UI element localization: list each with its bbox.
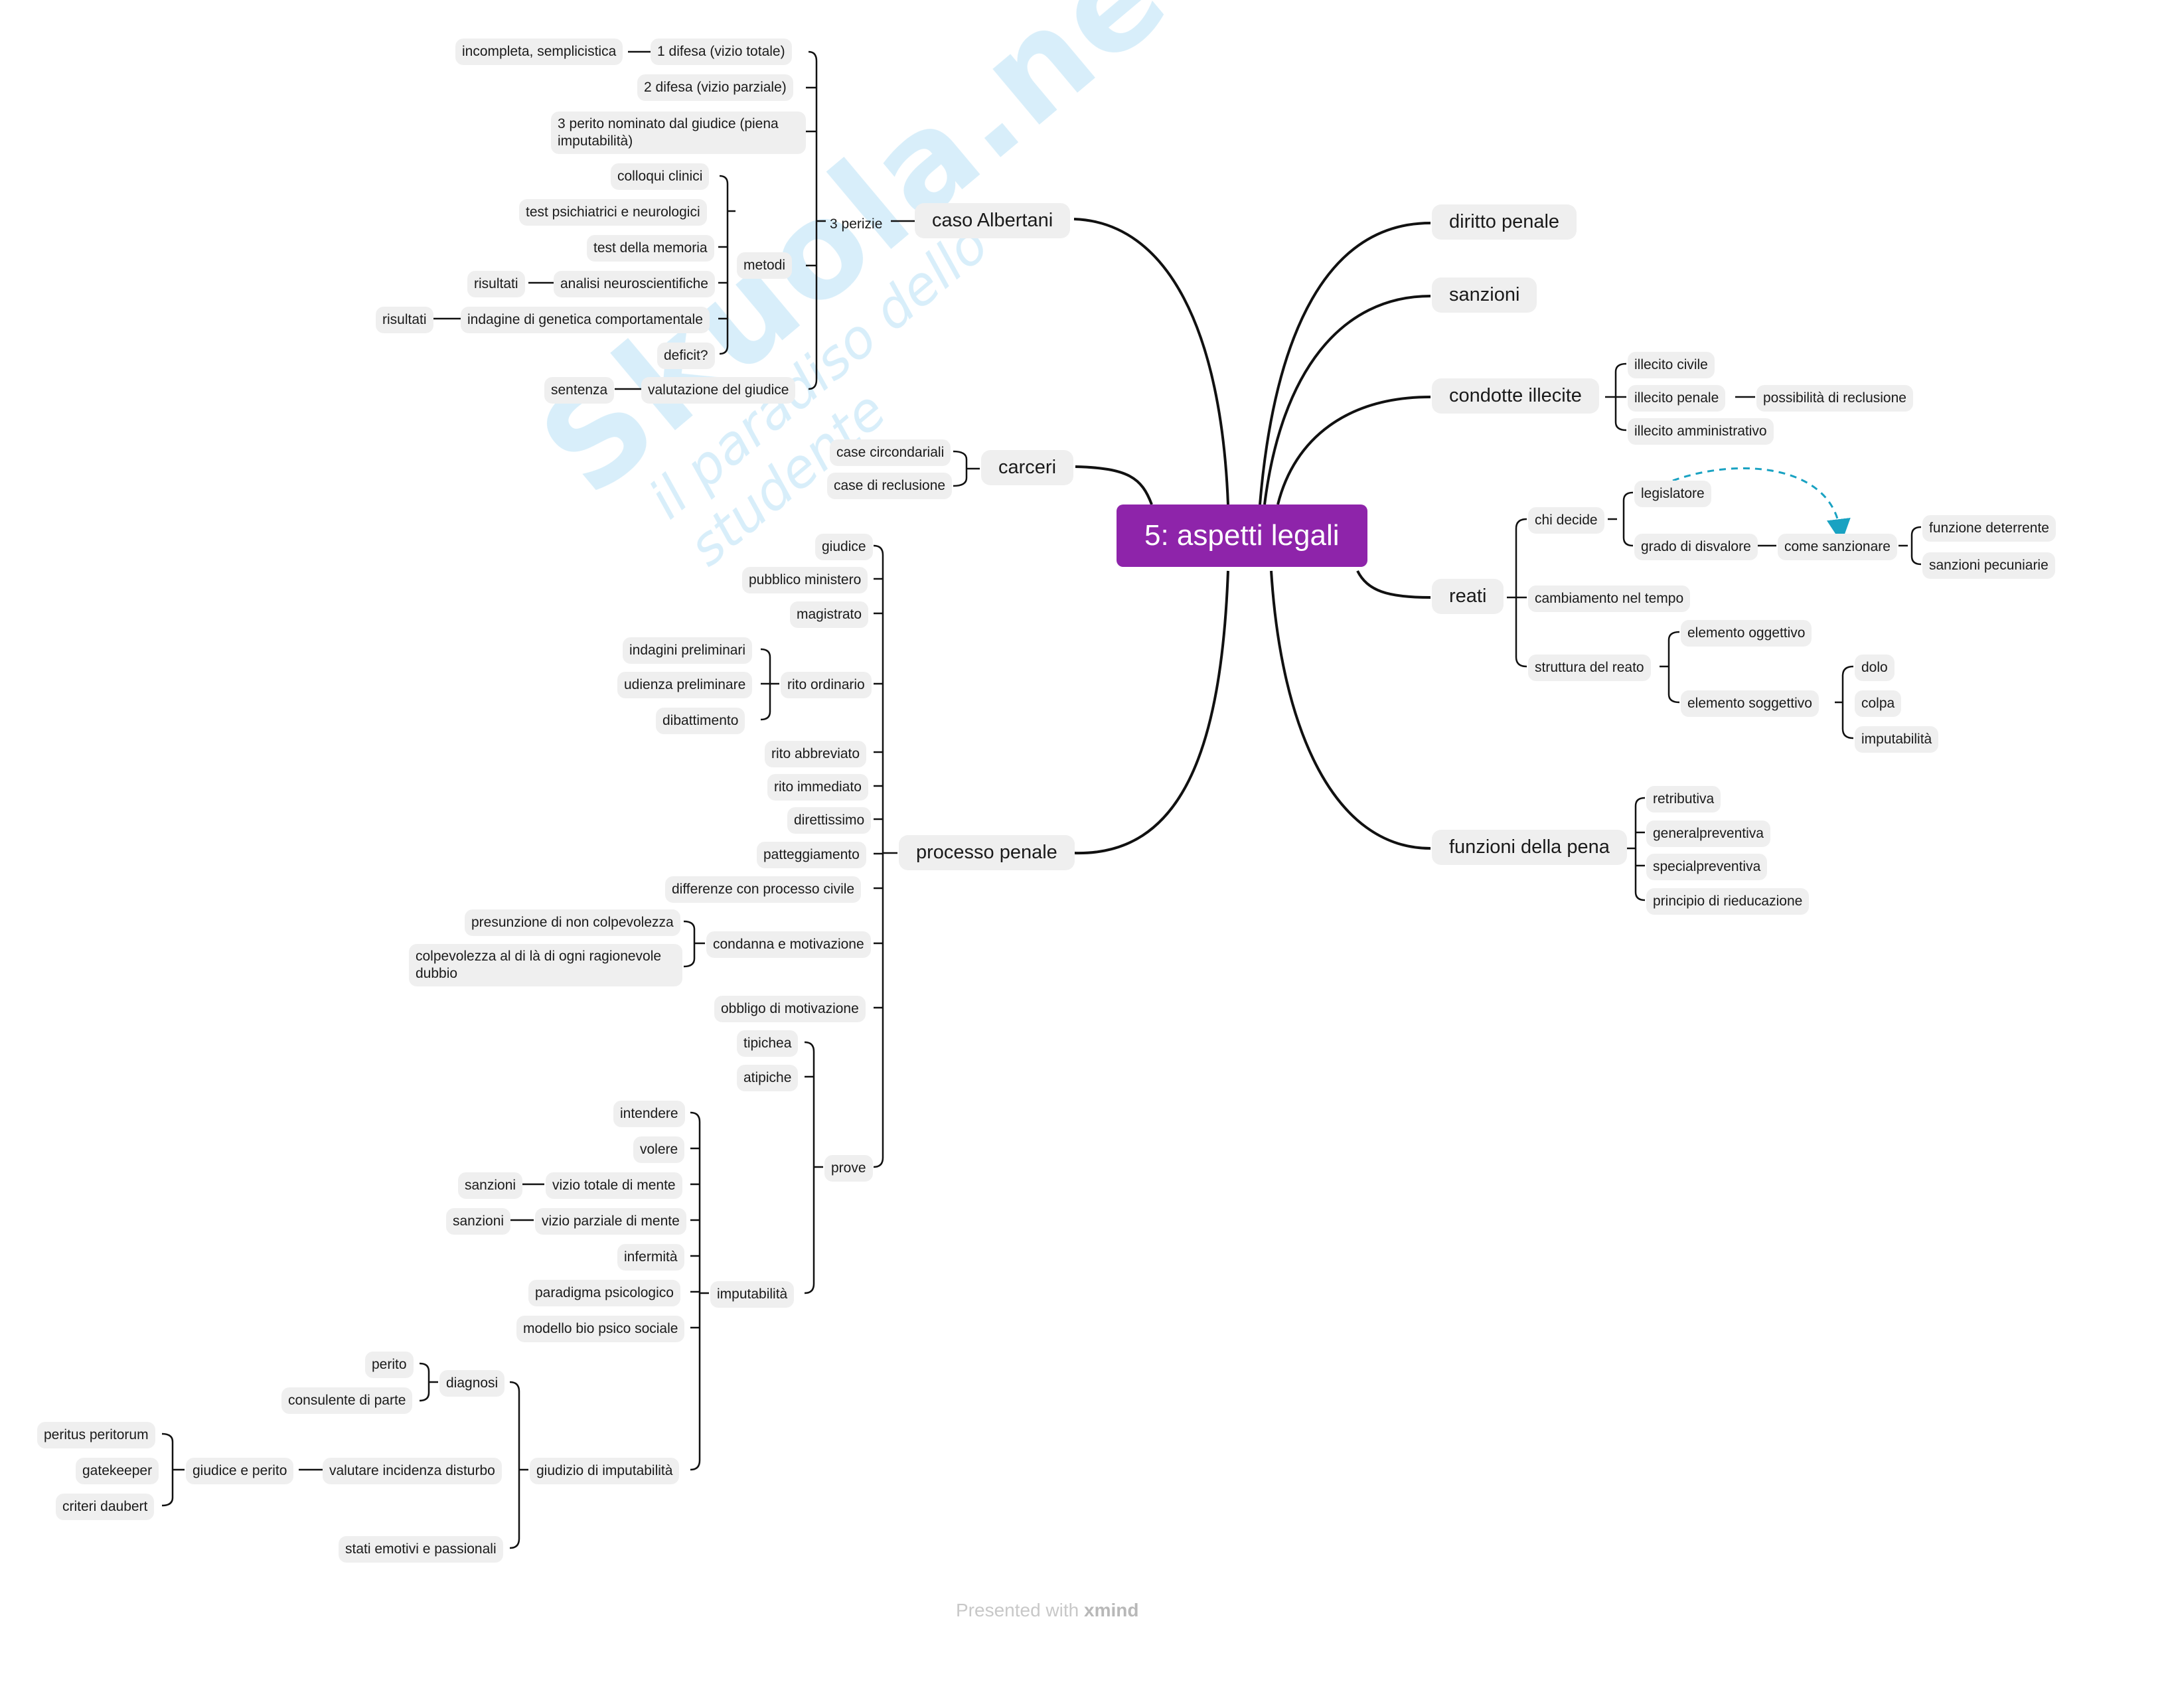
topic-condanna-motivazione[interactable]: condanna e motivazione [706, 931, 871, 958]
topic-perito-giudice[interactable]: 3 perito nominato dal giudice (piena imp… [551, 112, 806, 154]
topic-rito-ordinario[interactable]: rito ordinario [781, 672, 872, 698]
topic-reati[interactable]: reati [1432, 579, 1504, 614]
topic-possibilita-reclusione[interactable]: possibilità di reclusione [1756, 385, 1913, 412]
topic-difesa-2[interactable]: 2 difesa (vizio parziale) [637, 74, 793, 101]
soggettivo-item[interactable]: imputabilità [1855, 726, 1939, 753]
metodo-item[interactable]: indagine di genetica comportamentale [461, 307, 710, 333]
carceri-item[interactable]: case circondariali [830, 439, 951, 466]
rito-ordinario-item[interactable]: dibattimento [656, 708, 745, 734]
topic-valutazione-giudice[interactable]: valutazione del giudice [641, 377, 796, 404]
funzioni-item[interactable]: principio di rieducazione [1646, 888, 1810, 915]
topic-3-perizie[interactable]: 3 perizie [830, 216, 883, 232]
topic-valutare-incidenza[interactable]: valutare incidenza disturbo [323, 1458, 502, 1484]
topic-obbligo-motivazione[interactable]: obbligo di motivazione [714, 996, 866, 1022]
imputabilita-item[interactable]: intendere [613, 1101, 685, 1127]
topic-elemento-soggettivo[interactable]: elemento soggettivo [1681, 690, 1819, 717]
topic-magistrato[interactable]: magistrato [790, 601, 869, 628]
topic-elemento-oggettivo[interactable]: elemento oggettivo [1681, 620, 1812, 647]
topic-sanzioni[interactable]: sanzioni [446, 1208, 511, 1235]
imputabilita-item[interactable]: vizio parziale di mente [535, 1208, 686, 1235]
topic-struttura-reato[interactable]: struttura del reato [1528, 655, 1651, 681]
topic-differenze-processo-civile[interactable]: differenze con processo civile [665, 876, 862, 903]
topic-stati-emotivi[interactable]: stati emotivi e passionali [339, 1536, 503, 1563]
topic-condotte-illecite[interactable]: condotte illecite [1432, 378, 1599, 414]
topic-grado-disvalore[interactable]: grado di disvalore [1634, 534, 1758, 560]
giudice-perito-item[interactable]: peritus peritorum [37, 1422, 155, 1448]
topic-risultati[interactable]: risultati [467, 271, 525, 297]
topic-sanzioni-pecuniarie[interactable]: sanzioni pecuniarie [1922, 552, 2055, 579]
funzioni-item[interactable]: generalpreventiva [1646, 820, 1770, 847]
topic-sanzioni-main[interactable]: sanzioni [1432, 277, 1537, 313]
topic-pubblico-ministero[interactable]: pubblico ministero [742, 567, 868, 593]
giudice-perito-item[interactable]: criteri daubert [56, 1494, 155, 1520]
topic-direttissimo[interactable]: direttissimo [787, 807, 872, 834]
topic-legislatore[interactable]: legislatore [1634, 481, 1711, 507]
topic-rito-abbreviato[interactable]: rito abbreviato [765, 741, 867, 767]
topic-illecito-civile[interactable]: illecito civile [1628, 352, 1715, 378]
metodo-item[interactable]: analisi neuroscientifiche [554, 271, 715, 297]
imputabilita-item[interactable]: volere [633, 1136, 685, 1163]
topic-funzioni-pena[interactable]: funzioni della pena [1432, 830, 1627, 865]
topic-rito-immediato[interactable]: rito immediato [767, 774, 868, 801]
topic-giudizio-imputabilita[interactable]: giudizio di imputabilità [530, 1458, 680, 1484]
relation-arrow [1672, 467, 1851, 543]
topic-difesa-1-note[interactable]: incompleta, semplicistica [455, 39, 623, 65]
topic-giudice-perito[interactable]: giudice e perito [186, 1458, 294, 1484]
topic-risultati[interactable]: risultati [376, 307, 433, 333]
topic-processo-penale[interactable]: processo penale [899, 835, 1075, 870]
metodo-item[interactable]: colloqui clinici [611, 163, 710, 190]
topic-prove[interactable]: prove [824, 1155, 873, 1182]
funzioni-item[interactable]: retributiva [1646, 786, 1721, 813]
topic-come-sanzionare[interactable]: come sanzionare [1778, 534, 1897, 560]
topic-difesa-1[interactable]: 1 difesa (vizio totale) [651, 39, 792, 65]
topic-tipichea[interactable]: tipichea [737, 1030, 799, 1057]
topic-illecito-amministrativo[interactable]: illecito amministrativo [1628, 418, 1774, 445]
topic-giudice[interactable]: giudice [815, 534, 873, 560]
giudice-perito-item[interactable]: gatekeeper [76, 1458, 159, 1484]
metodo-item[interactable]: test della memoria [587, 235, 714, 262]
topic-sanzioni[interactable]: sanzioni [458, 1172, 523, 1199]
footer-credit: Presented with xmind [956, 1600, 1138, 1621]
soggettivo-item[interactable]: dolo [1855, 655, 1895, 681]
condanna-item[interactable]: presunzione di non colpevolezza [465, 909, 680, 936]
topic-funzione-deterrente[interactable]: funzione deterrente [1922, 515, 2056, 542]
footer-prefix: Presented with [956, 1600, 1079, 1620]
metodo-item[interactable]: test psichiatrici e neurologici [519, 199, 707, 226]
topic-imputabilita[interactable]: imputabilità [710, 1281, 795, 1308]
topic-diritto-penale[interactable]: diritto penale [1432, 204, 1577, 240]
topic-metodi[interactable]: metodi [737, 252, 793, 279]
soggettivo-item[interactable]: colpa [1855, 690, 1902, 717]
diagnosi-item[interactable]: perito [365, 1352, 414, 1378]
rito-ordinario-item[interactable]: indagini preliminari [623, 637, 753, 664]
diagnosi-item[interactable]: consulente di parte [281, 1387, 413, 1414]
condanna-item[interactable]: colpevolezza al di là di ogni ragionevol… [409, 944, 682, 986]
topic-diagnosi[interactable]: diagnosi [439, 1370, 505, 1397]
topic-carceri[interactable]: carceri [981, 450, 1074, 485]
imputabilita-item[interactable]: paradigma psicologico [528, 1280, 680, 1306]
topic-illecito-penale[interactable]: illecito penale [1628, 385, 1726, 412]
imputabilita-item[interactable]: vizio totale di mente [546, 1172, 682, 1199]
metodo-item[interactable]: deficit? [657, 343, 715, 369]
topic-caso-albertani[interactable]: caso Albertani [915, 203, 1071, 238]
topic-sentenza[interactable]: sentenza [544, 377, 615, 404]
topic-cambiamento-tempo[interactable]: cambiamento nel tempo [1528, 585, 1691, 612]
funzioni-item[interactable]: specialpreventiva [1646, 854, 1768, 880]
main-branch-lines [1073, 218, 1431, 855]
rito-ordinario-item[interactable]: udienza preliminare [617, 672, 753, 698]
topic-atipiche[interactable]: atipiche [737, 1065, 799, 1091]
topic-patteggiamento[interactable]: patteggiamento [757, 842, 866, 868]
imputabilita-item[interactable]: infermità [617, 1244, 684, 1271]
central-topic[interactable]: 5: aspetti legali [1117, 505, 1367, 567]
footer-brand: xmind [1084, 1600, 1139, 1620]
topic-chi-decide[interactable]: chi decide [1528, 507, 1604, 534]
carceri-item[interactable]: case di reclusione [827, 473, 953, 499]
imputabilita-item[interactable]: modello bio psico sociale [516, 1316, 685, 1342]
